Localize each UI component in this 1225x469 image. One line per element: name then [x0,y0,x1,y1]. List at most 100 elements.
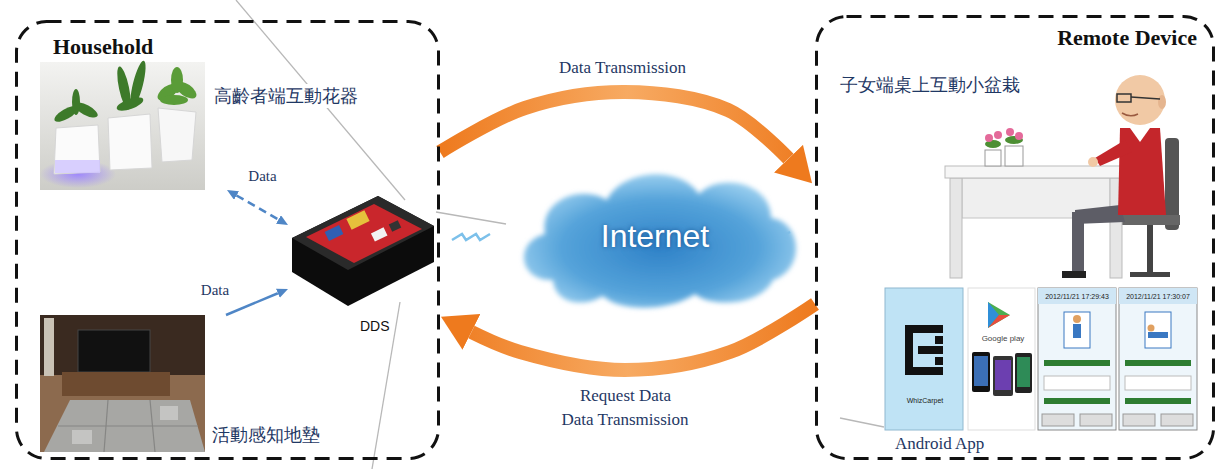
app-screenshots [935,357,943,365]
desk-figure [1122,113,1138,116]
app-screenshots [1042,414,1074,426]
flowerpot-photo [158,108,196,162]
app-screenshots [1148,325,1155,332]
dds-device [292,196,434,270]
app-screenshots [988,315,1010,328]
app-screenshots [1044,376,1110,390]
flowerpot-photo [40,160,116,188]
node-text: 活動感知地墊 [210,423,322,447]
node-text: Remote Device [1057,25,1197,51]
figure-node: 子女端桌上互動小盆栽 [835,66,1210,280]
carpet-photo [58,425,198,426]
flowerpot-photo [72,89,80,115]
cloud-shape [524,174,796,307]
desk-figure [1006,128,1014,136]
app-screenshots [993,356,1013,396]
cloud-node: Internet [505,158,805,313]
app-screenshots [995,360,1011,390]
node-text: DDS [358,318,392,334]
desk-figure [1095,140,1132,166]
flowerpot-photo [54,125,100,174]
node-text: Android App [895,434,984,454]
flowerpot-photo [55,160,100,173]
app-screenshots [918,346,943,354]
app-screenshots [1123,414,1155,426]
connectors [226,92,815,370]
desk-figure [1131,97,1160,99]
app-screenshots [1125,376,1191,390]
flowerpot-photo [155,67,200,105]
desk-figure [1158,95,1166,109]
photo-node: 活動感知地墊 [40,315,340,452]
dashed-outline [817,17,1214,459]
carpet-photo [62,372,170,396]
timestamp: 2012/11/21 17:30:07 [1126,293,1190,300]
app-screenshots [1038,288,1116,304]
data-arrow [226,293,278,315]
carpet-photo [78,330,150,372]
app-screenshots [885,288,963,430]
transmission-arrow [440,92,789,159]
dds-device [292,196,434,306]
desk-figure [1130,128,1150,142]
app-screenshots [1119,288,1197,430]
app-name: WhizCarpet [907,397,944,404]
dds-device [306,204,422,263]
app-screenshots [1125,360,1191,366]
app-screenshots [988,302,1010,328]
app-screenshots [1044,360,1110,366]
carpet-photo [40,315,205,452]
desk-figure [945,166,1130,178]
group-box: Household高齡者端互動花器DDS活動感知地墊 [15,20,440,460]
carpet-photo [72,430,92,444]
app-screenshots [1073,324,1081,338]
desk-figure [1147,225,1153,273]
app-screenshots [1073,315,1081,323]
app-screenshots [905,367,943,375]
app-screenshots [1064,312,1090,348]
desk-figure [985,150,1001,166]
app-screenshots [905,325,943,375]
node-text: Internet [601,217,710,254]
desk-figure [1088,157,1098,167]
photo-node: 高齡者端互動花器 [40,62,370,190]
app-screenshots [1015,353,1032,393]
dds-device [292,196,434,306]
desk-figure [1117,94,1131,102]
node-text: 子女端桌上互動小盆栽 [838,73,1022,97]
desk-figure [985,134,993,142]
flowerpot-photo [40,60,205,190]
desk-figure [1005,146,1023,166]
desk-figure [1072,212,1084,272]
flowerpot-photo [160,95,188,105]
app-screenshots [1119,288,1197,304]
app-screenshots [1080,414,1112,426]
signal-icon [452,234,490,240]
flowerpot-photo [40,62,205,190]
dds-device [346,210,369,230]
leader-line [436,212,506,224]
desk-figure [1130,272,1170,277]
dds-device [325,225,344,241]
arrow-label: Data Transmission [558,410,691,430]
desk-figure [1118,215,1180,225]
timestamp: 2012/11/21 17:29:43 [1045,293,1109,300]
app-screenshots [972,352,990,392]
carpet-photo [160,406,178,420]
app-screenshots [1145,312,1171,348]
node-text: 高齡者端互動花器 [212,84,360,108]
leader-line [236,0,884,469]
flowerpot-photo [171,67,183,93]
dashed-outline [17,22,439,459]
app-screenshots [885,288,1197,430]
app-screenshots [1125,398,1191,404]
desk-figure [994,131,1002,139]
desk-figure [1015,132,1023,140]
edge-label: Request Data [577,386,674,406]
carpet-photo [40,315,205,375]
flowerpot-photo [115,95,145,114]
leader-line [840,418,884,427]
dds-device [389,220,401,232]
app-screenshots [968,288,1035,430]
carpet-photo [40,315,205,452]
